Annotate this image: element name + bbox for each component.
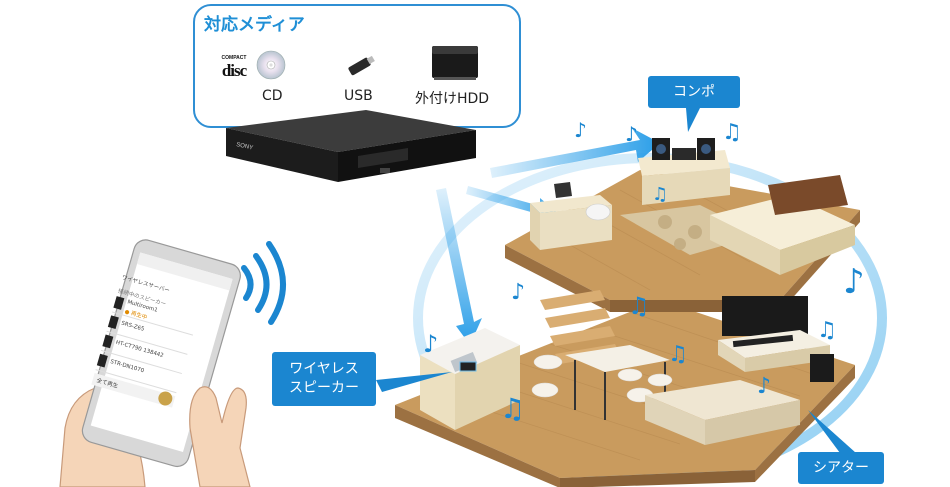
svg-text:COMPACT: COMPACT xyxy=(222,55,247,61)
tv-stand xyxy=(718,330,830,358)
music-note-icon: ♫ xyxy=(722,120,742,145)
callout-theater: シアター xyxy=(798,452,884,484)
cd-disc-icon xyxy=(256,50,286,84)
arrow-to-component xyxy=(490,128,660,178)
device-icon xyxy=(102,334,114,349)
music-note-icon: ♫ xyxy=(817,318,837,343)
dining-chairs xyxy=(531,354,673,403)
music-note-icon: ♪ xyxy=(757,374,772,399)
music-note-icon: ♫ xyxy=(500,392,526,425)
music-note-icon: ♫ xyxy=(628,292,650,320)
music-note-icon: ♫ xyxy=(668,342,688,367)
player-brand-label: SONY xyxy=(236,142,254,151)
music-note-icon: ♪ xyxy=(423,330,439,358)
media-label-usb: USB xyxy=(344,88,373,104)
device-name: SRS-Z65 xyxy=(120,320,145,333)
laptop xyxy=(554,182,572,198)
device-icon xyxy=(96,353,108,368)
sofa xyxy=(645,380,800,420)
callout-component: コンポ xyxy=(648,76,740,108)
desk xyxy=(530,195,612,213)
media-label-cd: CD xyxy=(262,88,283,104)
music-note-icon: ♫ xyxy=(652,184,669,205)
music-note-icon: ♪ xyxy=(574,118,587,142)
callout-wireless-speaker: ワイヤレス スピーカー xyxy=(272,352,376,406)
supported-media-title: 対応メディア xyxy=(204,15,305,35)
music-note-icon: ♪ xyxy=(511,280,526,305)
music-note-icon: ♪ xyxy=(625,122,638,146)
wireless-speaker-device xyxy=(459,361,477,372)
hands-holding-phone xyxy=(59,239,251,487)
kitchen-island xyxy=(420,328,520,374)
device-icon xyxy=(113,296,125,310)
music-note-icon: ♪ xyxy=(843,262,865,302)
compact-disc-logo: COMPACT disc xyxy=(212,52,256,82)
blu-ray-player-device: SONY xyxy=(218,108,480,190)
device-icon xyxy=(107,315,119,330)
media-label-external-hdd: 外付けHDD xyxy=(415,91,490,107)
usb-stick-icon xyxy=(344,52,378,82)
television xyxy=(722,296,808,336)
dining-table xyxy=(565,345,670,372)
subwoofer xyxy=(810,354,834,382)
desk-chair xyxy=(585,203,611,221)
component-main-unit xyxy=(672,148,696,160)
svg-text:disc: disc xyxy=(222,61,248,78)
external-hdd-icon xyxy=(430,44,482,86)
arrow-to-kitchen xyxy=(436,188,482,345)
soundbar xyxy=(732,334,794,348)
wifi-signal-icon xyxy=(241,241,286,325)
